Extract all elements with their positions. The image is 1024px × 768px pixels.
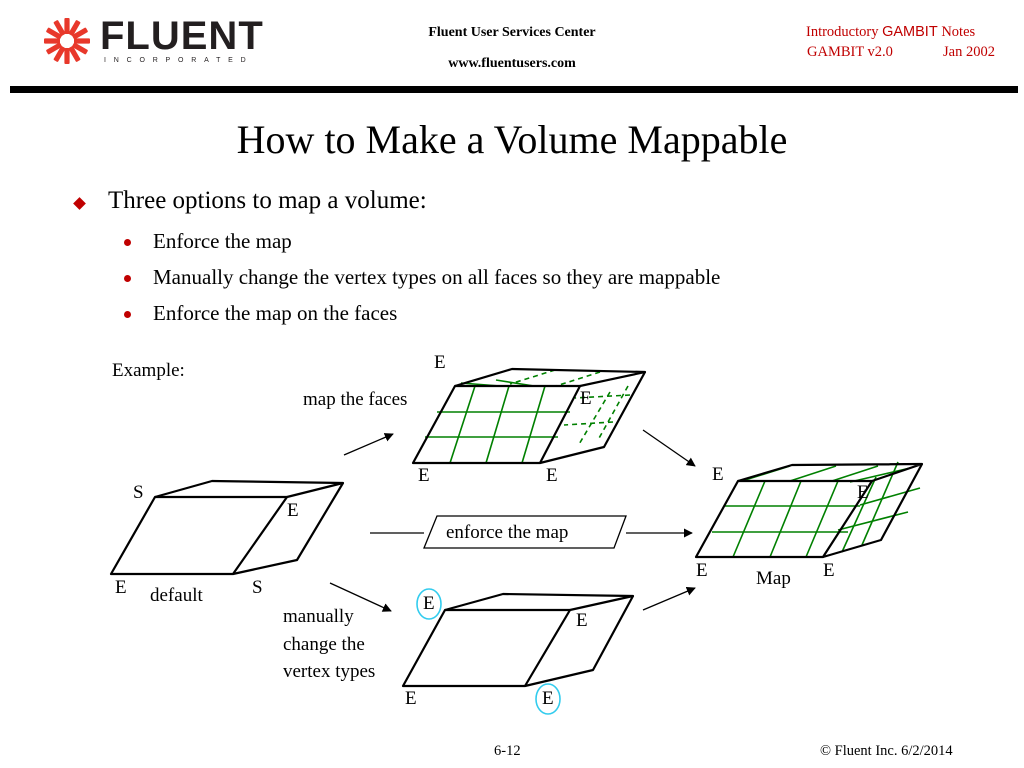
vertex-label: E	[576, 610, 588, 631]
bullet-dot-icon	[124, 275, 131, 282]
map-label: Map	[756, 568, 791, 589]
vertex-label: S	[252, 577, 263, 598]
page-number: 6-12	[494, 743, 521, 759]
vertex-label: E	[287, 500, 299, 521]
copyright: © Fluent Inc. 6/2/2014	[820, 743, 953, 759]
header-center-url: www.fluentusers.com	[448, 56, 576, 71]
manual-label-line2: change the	[283, 634, 365, 655]
header-right-notes: Introductory GAMBIT Notes	[806, 24, 976, 40]
vertex-label: E	[696, 560, 708, 581]
bullet-dot-icon	[124, 311, 131, 318]
header-divider	[10, 86, 1018, 93]
default-volume-shape	[109, 479, 345, 576]
default-label: default	[150, 585, 203, 606]
page-title: How to Make a Volume Mappable	[236, 117, 788, 162]
manual-label-line3: vertex types	[283, 661, 376, 682]
header-right-date: Jan 2002	[943, 44, 995, 60]
mapped-volume-shape	[694, 461, 924, 559]
highlight-circle-icon	[416, 588, 561, 715]
bullet-main: Three options to map a volume:	[108, 187, 427, 214]
vertex-label: E	[418, 465, 430, 486]
vertex-label: E	[580, 388, 592, 409]
header-center-title: Fluent User Services Center	[428, 25, 596, 40]
mapped-faces-volume-shape	[411, 367, 647, 465]
enforce-map-label: enforce the map	[446, 522, 569, 543]
manual-label-line1: manually	[283, 606, 354, 627]
bullet-dot-icon	[124, 239, 131, 246]
map-faces-label: map the faces	[303, 389, 408, 410]
manual-vertex-volume-shape	[401, 592, 635, 688]
flow-arrow-icon	[329, 429, 696, 612]
header-right-version: GAMBIT v2.0	[807, 44, 893, 60]
enforce-map-box	[423, 515, 627, 549]
vertex-label: E	[542, 688, 554, 709]
bullet-sub-2: Manually change the vertex types on all …	[153, 265, 721, 289]
vertex-label: E	[823, 560, 835, 581]
vertex-label: E	[434, 352, 446, 373]
logo-wordmark: FLUENT	[100, 14, 264, 58]
fluent-logo-icon	[44, 18, 90, 64]
vertex-label: E	[115, 577, 127, 598]
vertex-label: S	[133, 482, 144, 503]
vertex-label: E	[405, 688, 417, 709]
vertex-label: E	[712, 464, 724, 485]
bullet-sub-3: Enforce the map on the faces	[153, 301, 398, 325]
vertex-label: E	[546, 465, 558, 486]
vertex-label: E	[857, 482, 869, 503]
example-label: Example:	[112, 360, 185, 381]
logo-subtitle: INCORPORATED	[104, 57, 254, 64]
bullet-sub-1: Enforce the map	[153, 229, 292, 253]
vertex-label: E	[423, 593, 435, 614]
